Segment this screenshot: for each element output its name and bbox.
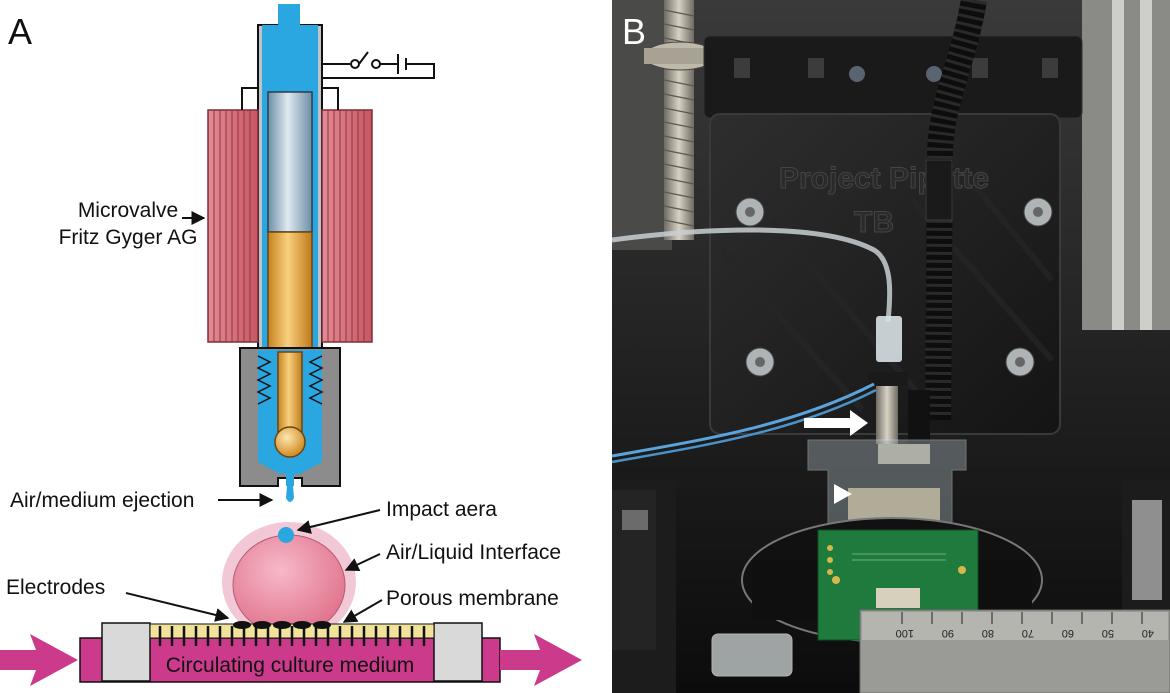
coil-left: [207, 109, 259, 343]
ruler-tick-100: 100: [896, 627, 914, 639]
arrow-interface: [344, 553, 381, 571]
white-arrow: [804, 410, 868, 436]
ruler-tick-60: 60: [1062, 627, 1074, 639]
electrodes: [233, 621, 331, 629]
panel-letter-b: B: [622, 11, 646, 52]
panel-a-diagram: A: [0, 4, 582, 686]
ruler-tick-40: 40: [1142, 627, 1154, 639]
nozzle-housing: [239, 347, 341, 487]
panel-b-photo: Project Pipette TB: [612, 0, 1170, 693]
ruler: 100 90 80 70 60 50 40: [859, 609, 1170, 693]
label-impact: Impact aera: [386, 498, 497, 521]
label-microvalve-1: Microvalve: [78, 199, 178, 222]
coil-right: [321, 109, 373, 343]
ruler-tick-70: 70: [1022, 627, 1034, 639]
threaded-rod: [643, 0, 717, 240]
ruler-tick-90: 90: [942, 627, 954, 639]
arrow-electrodes: [125, 592, 230, 622]
coil-bracket-left: [241, 87, 258, 110]
plate-screws: [735, 197, 1053, 377]
acrylic-chip: [711, 633, 793, 677]
label-ejection: Air/medium ejection: [10, 489, 194, 512]
label-microvalve-2: Fritz Gyger AG: [59, 226, 198, 249]
droplet: [232, 534, 346, 636]
culture-chamber: [79, 622, 501, 683]
plunger-gold: [267, 231, 313, 355]
arrow-impact: [296, 509, 381, 534]
flow-arrow-in: [0, 634, 78, 686]
label-interface: Air/Liquid Interface: [386, 541, 561, 564]
plate-text-1: Project Pipette: [779, 162, 989, 195]
coil-bracket-right: [322, 87, 339, 110]
ruler-tick-50: 50: [1102, 627, 1114, 639]
ejection-drop: [286, 486, 294, 502]
blue-wire: [612, 382, 875, 458]
valve-assembly: [868, 316, 930, 464]
label-electrodes: Electrodes: [6, 576, 105, 599]
label-membrane: Porous membrane: [386, 587, 559, 610]
air-tube: [612, 227, 893, 323]
arrow-membrane: [342, 599, 383, 623]
circuit-wire: [321, 51, 435, 90]
ruler-tick-80: 80: [982, 627, 994, 639]
flow-arrow-out: [500, 634, 582, 686]
label-medium: Circulating culture medium: [166, 654, 415, 677]
upper-mount: [703, 35, 1083, 119]
plunger-steel: [267, 91, 313, 233]
panel-letter-a: A: [8, 11, 32, 52]
plate-text-2: TB: [854, 206, 894, 239]
impact-point: [278, 527, 294, 543]
black-cable: [925, 0, 987, 421]
white-triangle: [834, 484, 852, 504]
